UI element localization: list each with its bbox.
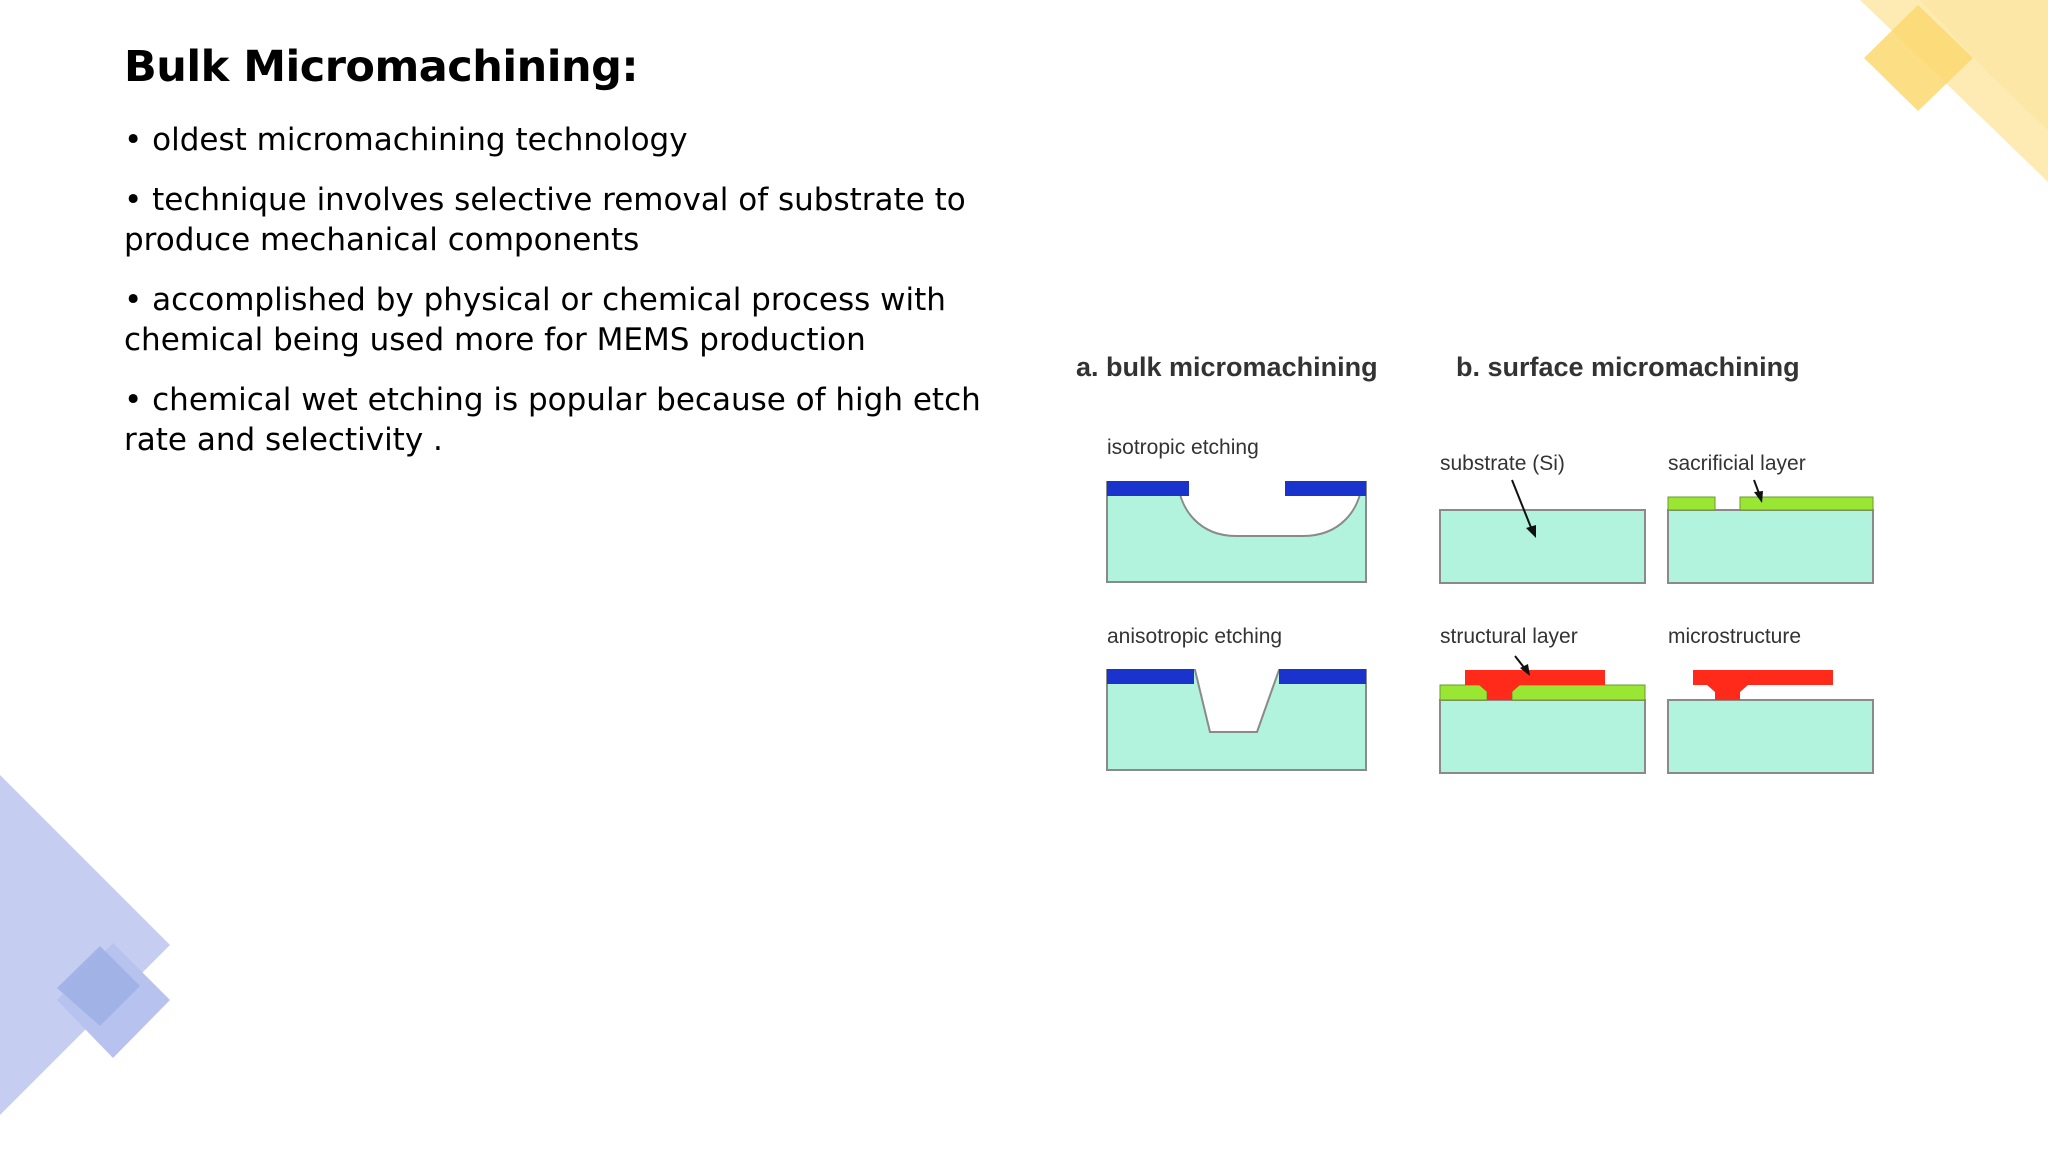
anisotropic-mask-right (1279, 669, 1366, 684)
anisotropic-substrate (1106, 669, 1367, 771)
substrate-arrow (1511, 479, 1533, 531)
isotropic-substrate (1106, 481, 1367, 583)
deco-blue-diamond-dark (57, 946, 140, 1026)
bullet-item: • technique involves selective removal o… (124, 182, 966, 258)
substrate-arrowhead (1526, 525, 1536, 538)
microstructure-substrate (1667, 699, 1874, 774)
anisotropic-mask-left (1107, 669, 1194, 684)
substrate-label: substrate (Si) (1440, 452, 1565, 475)
panel-a-title: a. bulk micromachining (1076, 352, 1378, 382)
structural-layer (1465, 670, 1605, 700)
structural-substrate (1439, 699, 1646, 774)
deco-yellow-band (1860, 0, 2048, 182)
deco-yellow-band-2 (1920, 0, 2048, 130)
structural-sacrificial-right (1511, 684, 1646, 701)
structural-label: structural layer (1440, 625, 1578, 648)
structural-sacrificial-left (1439, 684, 1488, 701)
bullet-item: • chemical wet etching is popular becaus… (124, 382, 981, 458)
bullet-list: • oldest micromachining technology • tec… (124, 120, 1024, 480)
substrate-block (1439, 509, 1646, 584)
slide-title: Bulk Micromachining: (124, 42, 639, 92)
deco-yellow-diamond (1864, 5, 1973, 111)
sacrificial-layer-right (1739, 496, 1874, 511)
sacrificial-label: sacrificial layer (1668, 452, 1806, 475)
structural-arrowhead (1520, 664, 1530, 676)
anisotropic-label: anisotropic etching (1107, 625, 1282, 648)
sacrificial-layer-left (1667, 496, 1716, 511)
deco-blue-diamond-light (57, 943, 170, 1058)
isotropic-mask-left (1107, 481, 1189, 496)
isotropic-mask-right (1285, 481, 1366, 496)
deco-blue-triangle (0, 775, 170, 1115)
isotropic-label: isotropic etching (1107, 436, 1259, 459)
microstructure-beam (1693, 670, 1833, 700)
panel-b-title: b. surface micromachining (1456, 352, 1800, 382)
bullet-item: • accomplished by physical or chemical p… (124, 282, 946, 358)
micromachining-figure: a. bulk micromachining b. surface microm… (1060, 340, 1900, 800)
bullet-item: • oldest micromachining technology (124, 122, 688, 158)
sacrificial-arrowhead (1754, 491, 1763, 503)
figure-svg: a. bulk micromachining b. surface microm… (1076, 352, 1874, 774)
sacrificial-substrate (1667, 509, 1874, 584)
microstructure-label: microstructure (1668, 625, 1801, 648)
